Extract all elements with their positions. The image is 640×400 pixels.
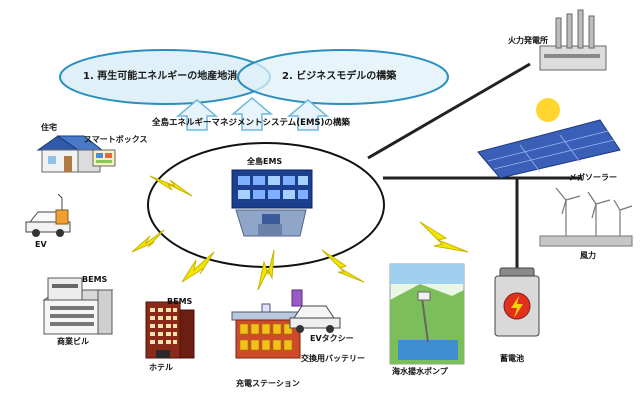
up-arrow-3 [286, 99, 330, 131]
storage-battery-icon [494, 267, 540, 337]
line-to-thermal [367, 62, 531, 160]
pumped-storage-icon [389, 263, 465, 365]
bolt-bottom-right [321, 249, 365, 283]
wind-turbines-icon [539, 187, 633, 247]
storage-battery-label: 蓄電池 [500, 354, 524, 363]
mega-solar-label: メガソーラー [569, 173, 617, 182]
goal-ellipses [59, 49, 449, 105]
house-icon [36, 135, 104, 173]
goal-2-label: 2. ビジネスモデルの構築 [282, 71, 397, 82]
power-lines [367, 62, 582, 268]
charging-station-label: 充電ステーション [236, 379, 300, 388]
house-label: 住宅 [41, 123, 57, 132]
smart-box-label: スマートボックス [84, 135, 148, 144]
pumped-storage-label: 海水揚水ポンプ [392, 367, 448, 376]
battery-swap-label: 交換用バッテリー [301, 354, 365, 363]
ev-car-icon [25, 193, 71, 237]
thermal-plant-icon [539, 9, 607, 71]
bolt-bottom-center [257, 249, 275, 291]
ems-control-room-icon [231, 169, 313, 237]
bolt-right [419, 221, 469, 253]
up-arrows [175, 97, 330, 131]
bems-hotel-label: BEMS [167, 297, 193, 306]
goal-1-label: 1. 再生可能エネルギーの地産地消 [83, 71, 238, 82]
hotel-icon [145, 301, 195, 359]
thermal-plant-label: 火力発電所 [508, 36, 548, 45]
up-arrow-1 [175, 99, 219, 131]
system-heading: 全島エネルギーマネジメントシステム(EMS)の構築 [152, 118, 350, 128]
ev-taxi-icon [289, 289, 341, 333]
up-arrow-2 [230, 97, 274, 131]
lightning-bolts [131, 175, 469, 291]
bolt-left-lower [131, 229, 165, 253]
bolt-bottom-left [181, 251, 215, 283]
mega-solar-icon [477, 98, 621, 179]
ev-taxi-label: EVタクシー [310, 334, 354, 343]
ev-label: EV [35, 240, 47, 249]
goal2-ellipse [237, 49, 449, 105]
bems-commercial-label: BEMS [82, 275, 108, 284]
bolt-left-upper [149, 175, 193, 197]
hotel-label: ホテル [149, 363, 173, 372]
charging-station-icon [231, 303, 305, 359]
commercial-building-icon [42, 277, 114, 335]
wind-power-label: 風力 [580, 251, 596, 260]
commercial-building-label: 商業ビル [57, 337, 89, 346]
smart-box-icon [92, 149, 116, 167]
center-ems-label: 全島EMS [247, 157, 283, 166]
